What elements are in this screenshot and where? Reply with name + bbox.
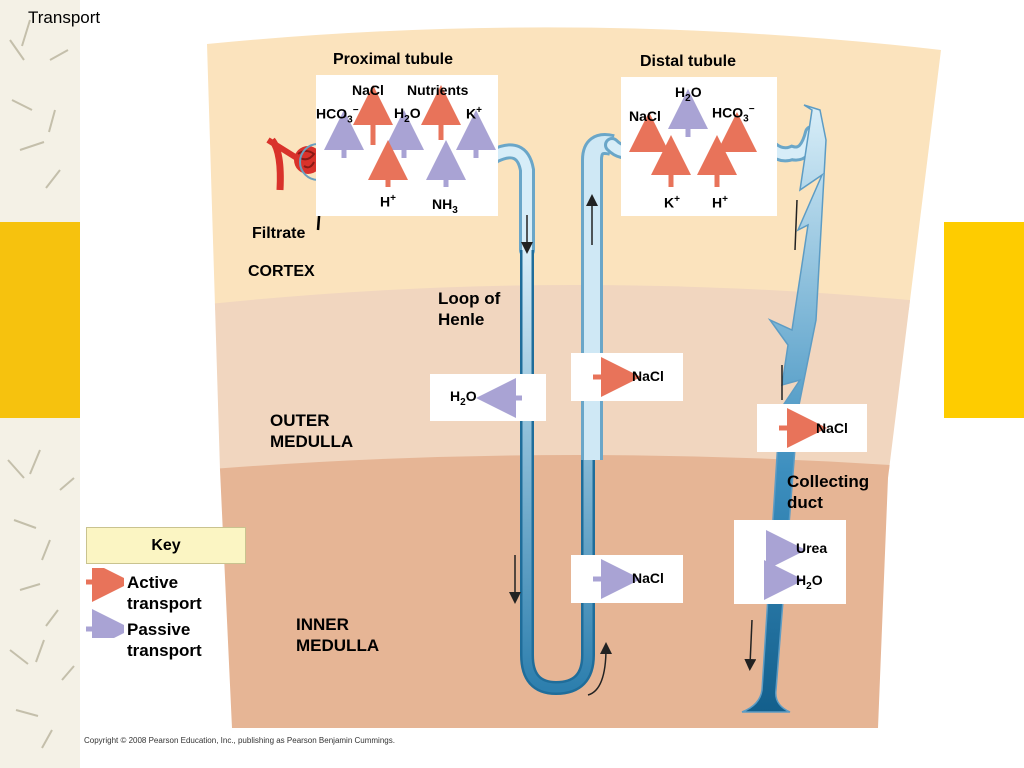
proximal-nutrients-label: Nutrients — [407, 82, 469, 98]
proximal-h2o-label: H2O — [394, 105, 421, 125]
slide-title: Transport — [28, 8, 101, 27]
loop-asc-thick-nacl-label: NaCl — [632, 368, 664, 384]
proximal-k-label: K+ — [466, 105, 482, 122]
decorative-yellow-block-left — [0, 222, 80, 418]
distal-h2o-label: H2O — [675, 84, 702, 104]
proximal-nacl-label: NaCl — [352, 82, 384, 98]
duct-outer-nacl-label: NaCl — [816, 420, 848, 436]
pattern-decoration — [7, 19, 75, 749]
decorative-yellow-block-right — [944, 222, 1024, 418]
distal-tubule-label: Distal tubule — [640, 53, 737, 70]
distal-hco3-label: HCO3− — [712, 104, 755, 125]
key-arrows — [86, 568, 124, 638]
distal-h-label: H+ — [712, 194, 728, 211]
loop-desc-h2o-label: H2O — [450, 388, 477, 408]
cortex-label: CORTEX — [248, 263, 315, 280]
loop-asc-thin-nacl-label: NaCl — [632, 570, 664, 586]
loop-asc-thin-nacl-arrow — [593, 559, 641, 599]
duct-urea-label: Urea — [796, 540, 828, 556]
duct-h2o-label: H2O — [796, 572, 823, 592]
proximal-tubule-label: Proximal tubule — [333, 51, 454, 68]
distal-nacl-label: NaCl — [629, 108, 661, 124]
proximal-nh3-label: NH3 — [432, 196, 458, 216]
filtrate-label: Filtrate — [252, 225, 306, 242]
distal-arrows — [629, 89, 757, 187]
loop-asc-thick-nacl-arrow — [593, 357, 641, 397]
copyright-notice: Copyright © 2008 Pearson Education, Inc.… — [84, 736, 395, 745]
duct-inner-arrows — [764, 530, 806, 600]
proximal-hco3-label: HCO3− — [316, 105, 359, 126]
distal-k-label: K+ — [664, 194, 680, 211]
duct-outer-nacl-arrow — [779, 408, 827, 448]
key-title: Key — [86, 527, 246, 564]
proximal-arrows — [324, 85, 496, 187]
loop-desc-h2o-arrow — [476, 378, 522, 418]
proximal-h-label: H+ — [380, 193, 396, 210]
